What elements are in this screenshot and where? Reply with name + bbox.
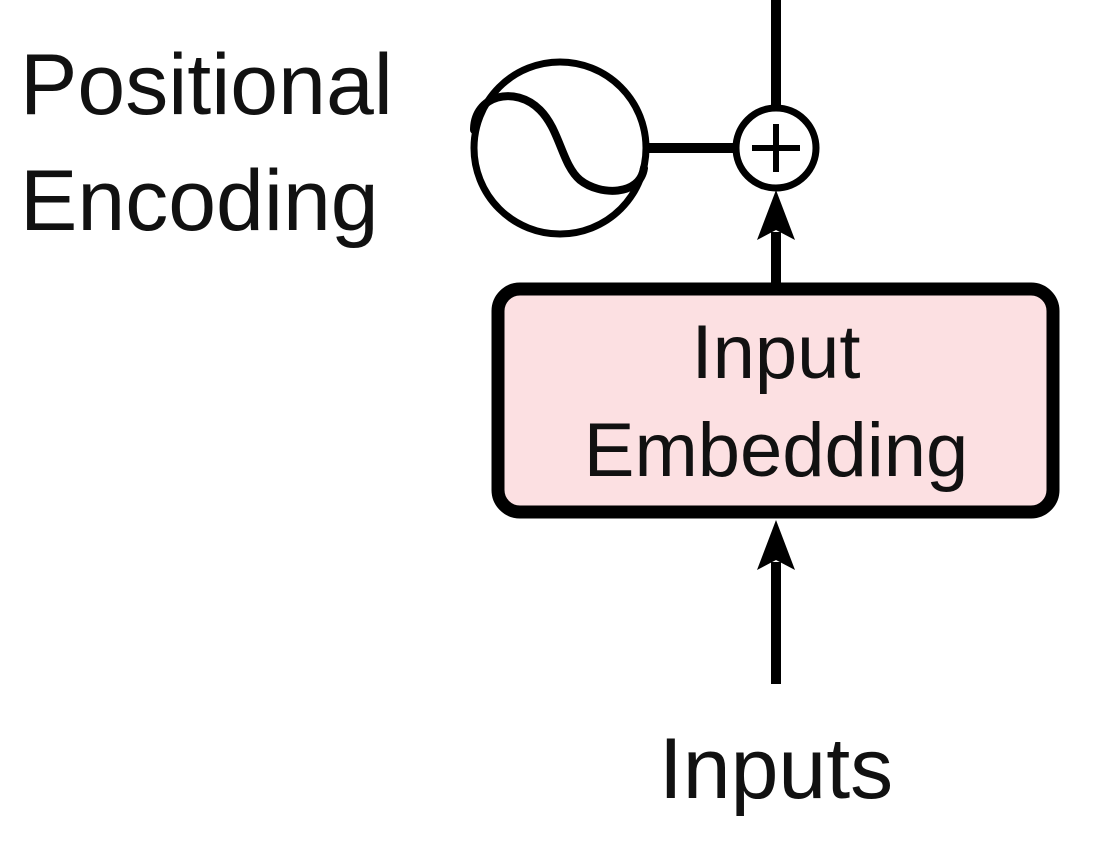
input-embedding-block: Input Embedding [491,282,1060,519]
embedding-to-adder-arrow [757,190,795,288]
inputs-to-embedding-arrow [757,520,795,684]
input-embedding-label-line2: Embedding [584,408,969,493]
sine-wave-circle-icon [470,58,650,238]
positional-encoding-label-line2: Encoding [20,153,379,249]
plus-circle-icon [732,104,820,192]
input-embedding-label-line1: Input [691,310,860,395]
inputs-label: Inputs [659,721,893,817]
positional-encoding-label-line1: Positional [20,37,393,133]
